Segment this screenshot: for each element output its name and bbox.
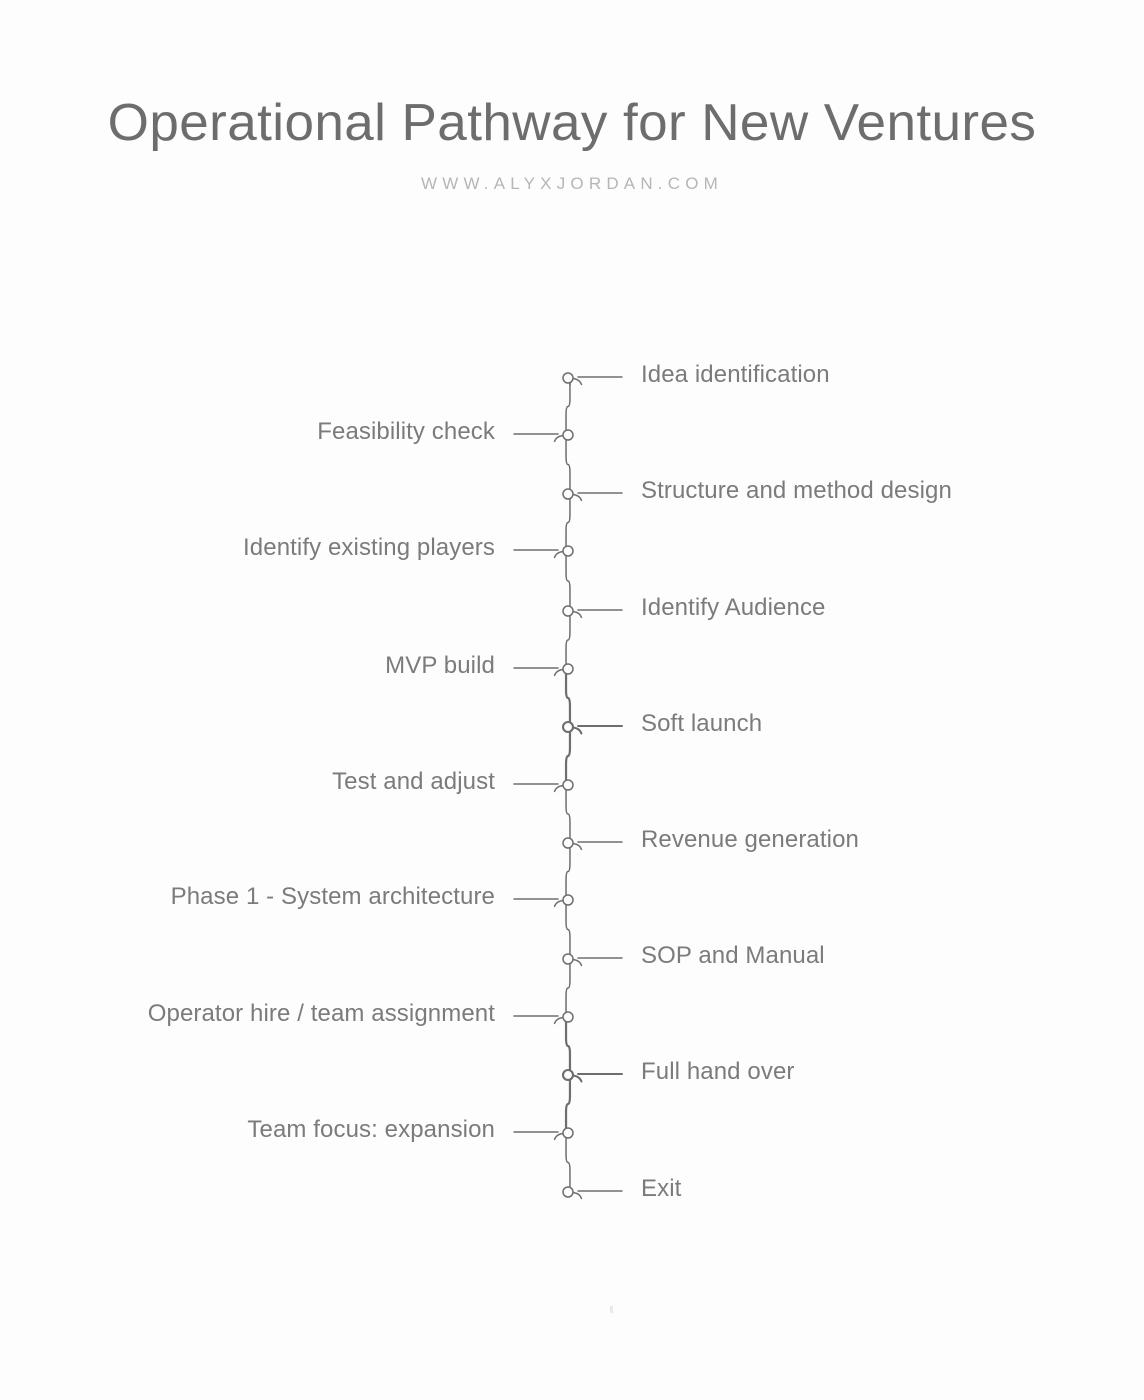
timeline-node-label: Test and adjust	[332, 768, 495, 795]
timeline-node-marker[interactable]	[562, 1186, 574, 1198]
footer-artifact	[610, 1306, 613, 1313]
timeline-node-marker[interactable]	[562, 837, 574, 849]
timeline-node-marker[interactable]	[562, 779, 574, 791]
header: Operational Pathway for New Ventures WWW…	[0, 94, 1144, 194]
timeline-node-marker[interactable]	[561, 720, 575, 734]
page-title: Operational Pathway for New Ventures	[107, 94, 1037, 152]
timeline-node-label: Full hand over	[641, 1058, 795, 1085]
timeline-nodes	[561, 372, 575, 1198]
timeline-node-marker[interactable]	[562, 953, 574, 965]
timeline-node-label: Exit	[641, 1175, 682, 1202]
timeline-node-marker[interactable]	[562, 1127, 574, 1139]
timeline-node-marker[interactable]	[562, 372, 574, 384]
timeline-node-label: Soft launch	[641, 710, 763, 737]
timeline-node-label: Idea identification	[641, 361, 830, 388]
timeline-node-label: Revenue generation	[641, 826, 859, 853]
timeline-node-label: MVP build	[385, 652, 495, 679]
timeline-node-marker[interactable]	[562, 429, 574, 441]
timeline-node-label: Feasibility check	[317, 418, 495, 445]
timeline-node-marker[interactable]	[562, 663, 574, 675]
timeline-node-label: Structure and method design	[641, 477, 952, 504]
timeline-node-marker[interactable]	[562, 894, 574, 906]
timeline-node-label: Operator hire / team assignment	[147, 1000, 495, 1027]
timeline-node-label: SOP and Manual	[641, 942, 825, 969]
timeline-node-label: Phase 1 - System architecture	[170, 883, 495, 910]
timeline-node-marker[interactable]	[562, 1011, 574, 1023]
timeline-node-marker[interactable]	[562, 605, 574, 617]
timeline-node-marker[interactable]	[562, 488, 574, 500]
timeline-node-label: Identify existing players	[243, 534, 495, 561]
timeline-node-label: Identify Audience	[641, 594, 826, 621]
website-subtitle: WWW.ALYXJORDAN.COM	[420, 174, 723, 194]
timeline-node-label: Team focus: expansion	[247, 1116, 495, 1143]
timeline-connectors	[513, 376, 623, 1192]
timeline-node-marker[interactable]	[562, 545, 574, 557]
timeline-node-marker[interactable]	[561, 1068, 575, 1082]
